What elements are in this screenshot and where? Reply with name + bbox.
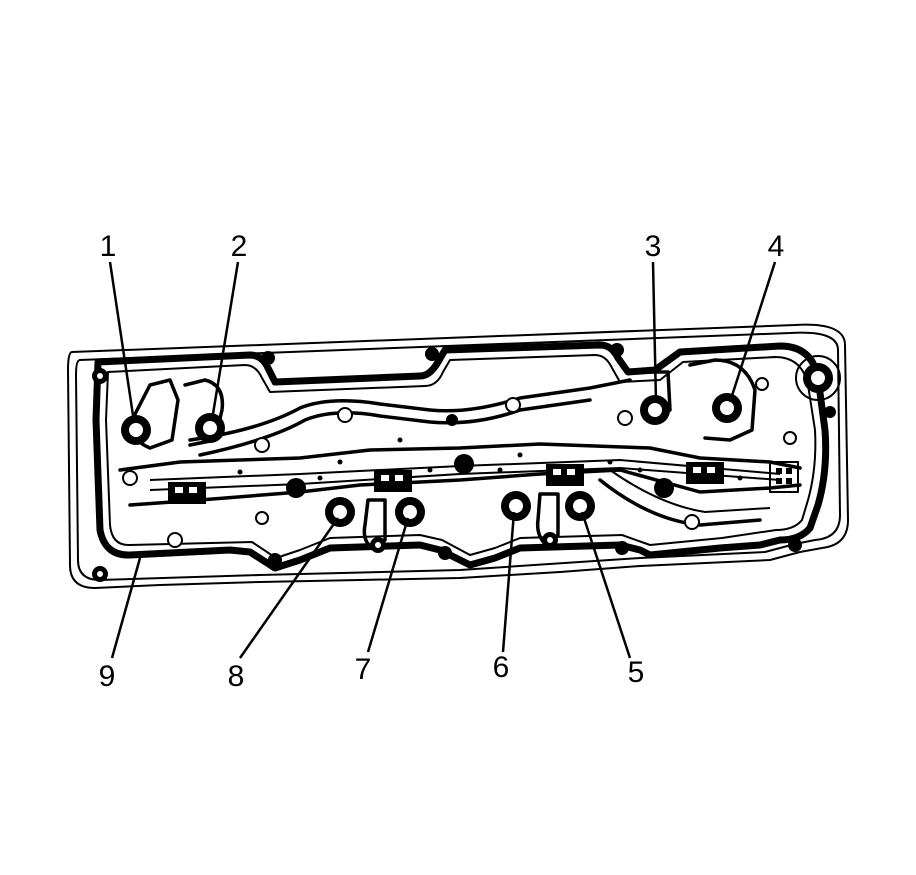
bottom-brackets <box>362 492 560 553</box>
right-boss <box>795 355 841 418</box>
callout-7: 7 <box>355 653 372 686</box>
leader-7 <box>366 517 410 653</box>
leader-1 <box>108 261 136 423</box>
leader-4 <box>728 261 777 403</box>
housing-bolts <box>92 343 802 582</box>
callout-4: 4 <box>768 230 785 263</box>
callout-6: 6 <box>493 651 510 684</box>
leader-2 <box>210 261 240 421</box>
callout-8: 8 <box>228 660 245 693</box>
connectors <box>168 461 799 504</box>
small-fasteners <box>167 377 797 548</box>
callout-2: 2 <box>231 230 248 263</box>
leader-6 <box>501 511 516 653</box>
leader-9 <box>110 557 142 659</box>
callout-leaders <box>108 261 777 659</box>
callout-1: 1 <box>100 230 117 263</box>
leader-3 <box>651 261 658 403</box>
solenoid-bolts <box>121 393 742 527</box>
callout-9: 9 <box>99 660 116 693</box>
callout-5: 5 <box>628 656 645 689</box>
leader-5 <box>580 511 632 659</box>
leader-8 <box>238 517 340 659</box>
callout-labels: 1 2 3 4 5 6 7 8 9 <box>99 230 785 693</box>
callout-3: 3 <box>645 230 662 263</box>
